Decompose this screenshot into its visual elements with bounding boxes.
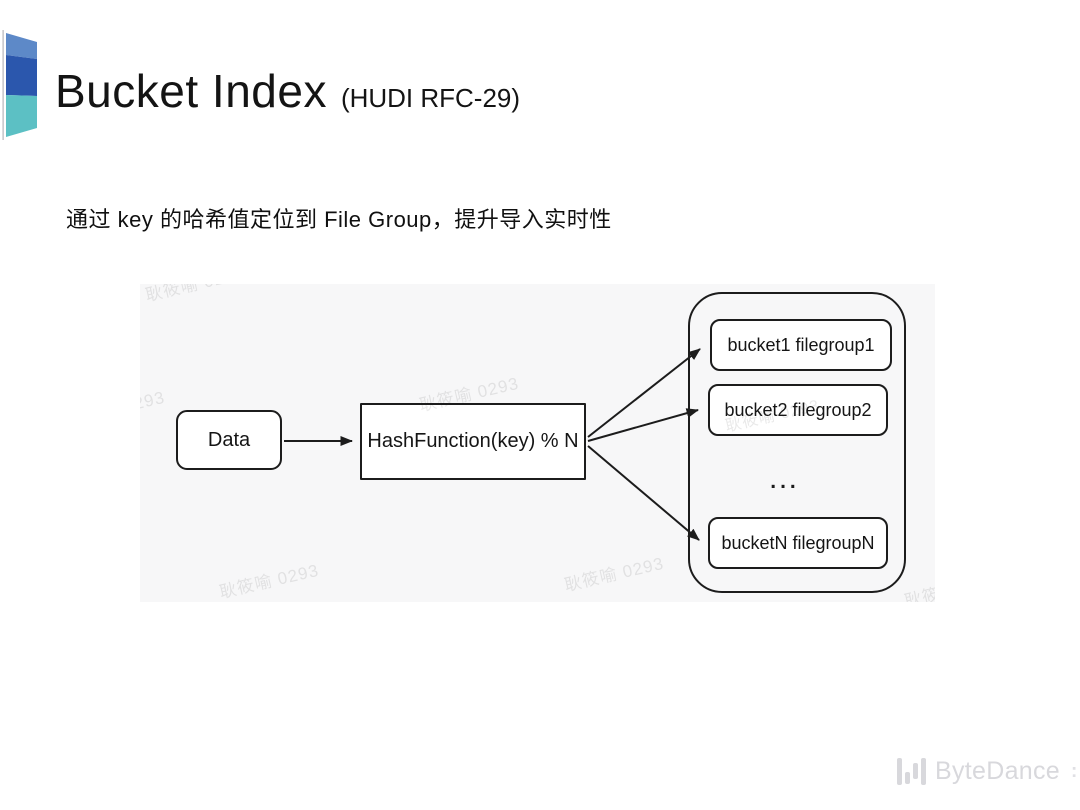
bucket2-node: bucket2 filegroup2	[708, 384, 888, 436]
watermark-text: 耿筱喻 0293	[140, 387, 167, 429]
brand-name: ByteDance	[935, 757, 1060, 785]
bucketN-node: bucketN filegroupN	[708, 517, 888, 569]
watermark-text: 耿筱喻 0293	[217, 560, 321, 602]
hash-function-label: HashFunction(key) % N	[367, 430, 579, 452]
ellipsis: ...	[770, 470, 800, 493]
page-title-suffix: (HUDI RFC-29)	[340, 83, 521, 113]
subtitle-text: 通过 key 的哈希值定位到 File Group，提升导入实时性	[66, 207, 612, 232]
filegroup-container	[688, 292, 906, 593]
bucket2-label: bucket2 filegroup2	[724, 399, 872, 420]
title-row: Bucket Index (HUDI RFC-29)	[55, 64, 520, 118]
bucket1-label: bucket1 filegroup1	[727, 334, 875, 355]
data-node: Data	[176, 410, 282, 470]
watermark-text: 耿筱喻 0293	[562, 553, 666, 596]
arrow-hash-to-bucketN	[587, 445, 700, 541]
arrow-hash-to-bucket2	[587, 408, 699, 442]
page-title: Bucket Index	[55, 65, 327, 117]
brand-footer: ByteDance :	[897, 757, 1077, 786]
watermark-text: 耿筱喻 0293	[902, 570, 935, 602]
hash-function-node: HashFunction(key) % N	[360, 403, 586, 480]
brand-trailing-mark: :	[1071, 760, 1078, 782]
data-node-label: Data	[207, 428, 251, 451]
watermark-text: 耿筱喻 0293	[143, 284, 247, 306]
bytedance-logo-icon	[897, 758, 926, 785]
bucket-index-diagram: Data HashFunction(key) % N bucket1 fileg…	[140, 284, 935, 602]
arrow-hash-to-bucket1	[587, 348, 701, 438]
slide-accent-ribbon-icon	[2, 30, 37, 140]
bucket1-node: bucket1 filegroup1	[710, 319, 892, 371]
bucketN-label: bucketN filegroupN	[721, 532, 875, 553]
